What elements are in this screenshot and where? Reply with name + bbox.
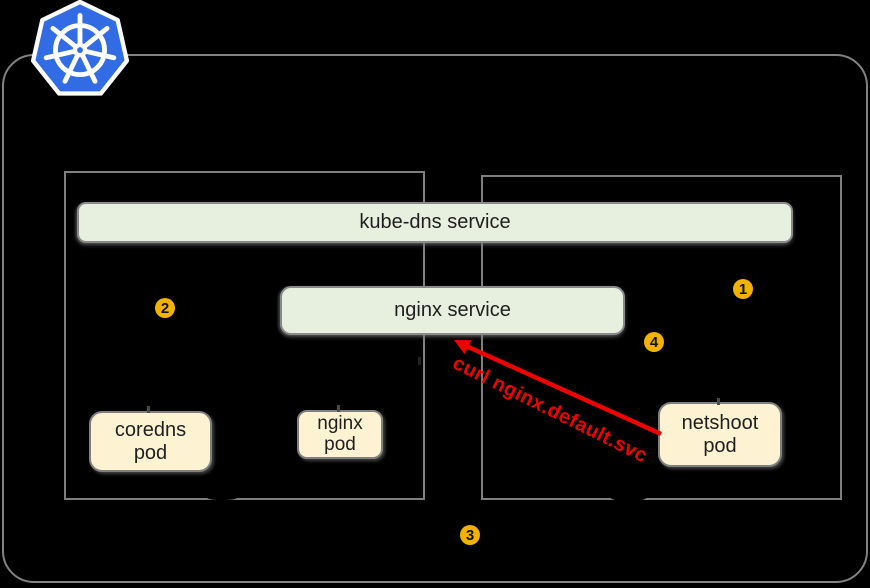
kube-dns-service-label: kube-dns service xyxy=(359,211,511,233)
connector-stub-icon xyxy=(418,357,421,365)
step-badge-1: 1 xyxy=(733,279,753,299)
kube-dns-service-box: kube-dns service xyxy=(77,202,793,243)
step-badge-3: 3 xyxy=(460,525,480,545)
nginx-service-box: nginx service xyxy=(280,286,625,335)
nginx-service-label: nginx service xyxy=(394,299,511,321)
connector-stub-icon xyxy=(337,405,340,412)
pod-kind-label: pod xyxy=(133,441,168,464)
pod-kind-label: pod xyxy=(703,434,737,457)
pod-name-label: nginx xyxy=(317,412,363,434)
netshoot-pod-box: netshoot pod xyxy=(658,402,782,467)
node-box-right xyxy=(481,175,842,500)
step-badge-2: 2 xyxy=(155,298,175,318)
obscured-label-artifact xyxy=(610,492,647,501)
pod-name-label: coredns xyxy=(114,418,187,441)
connector-stub-icon xyxy=(717,398,720,405)
coredns-pod-box: coredns pod xyxy=(89,411,212,472)
step-badge-4: 4 xyxy=(644,332,664,352)
pod-name-label: netshoot xyxy=(681,411,759,434)
cluster-boundary xyxy=(2,54,868,583)
obscured-label-artifact xyxy=(205,492,239,500)
nginx-pod-box: nginx pod xyxy=(297,410,383,459)
pod-kind-label: pod xyxy=(324,433,356,455)
kubernetes-logo-icon xyxy=(30,0,130,96)
connector-stub-icon xyxy=(147,406,150,413)
node-box-left xyxy=(64,171,425,500)
